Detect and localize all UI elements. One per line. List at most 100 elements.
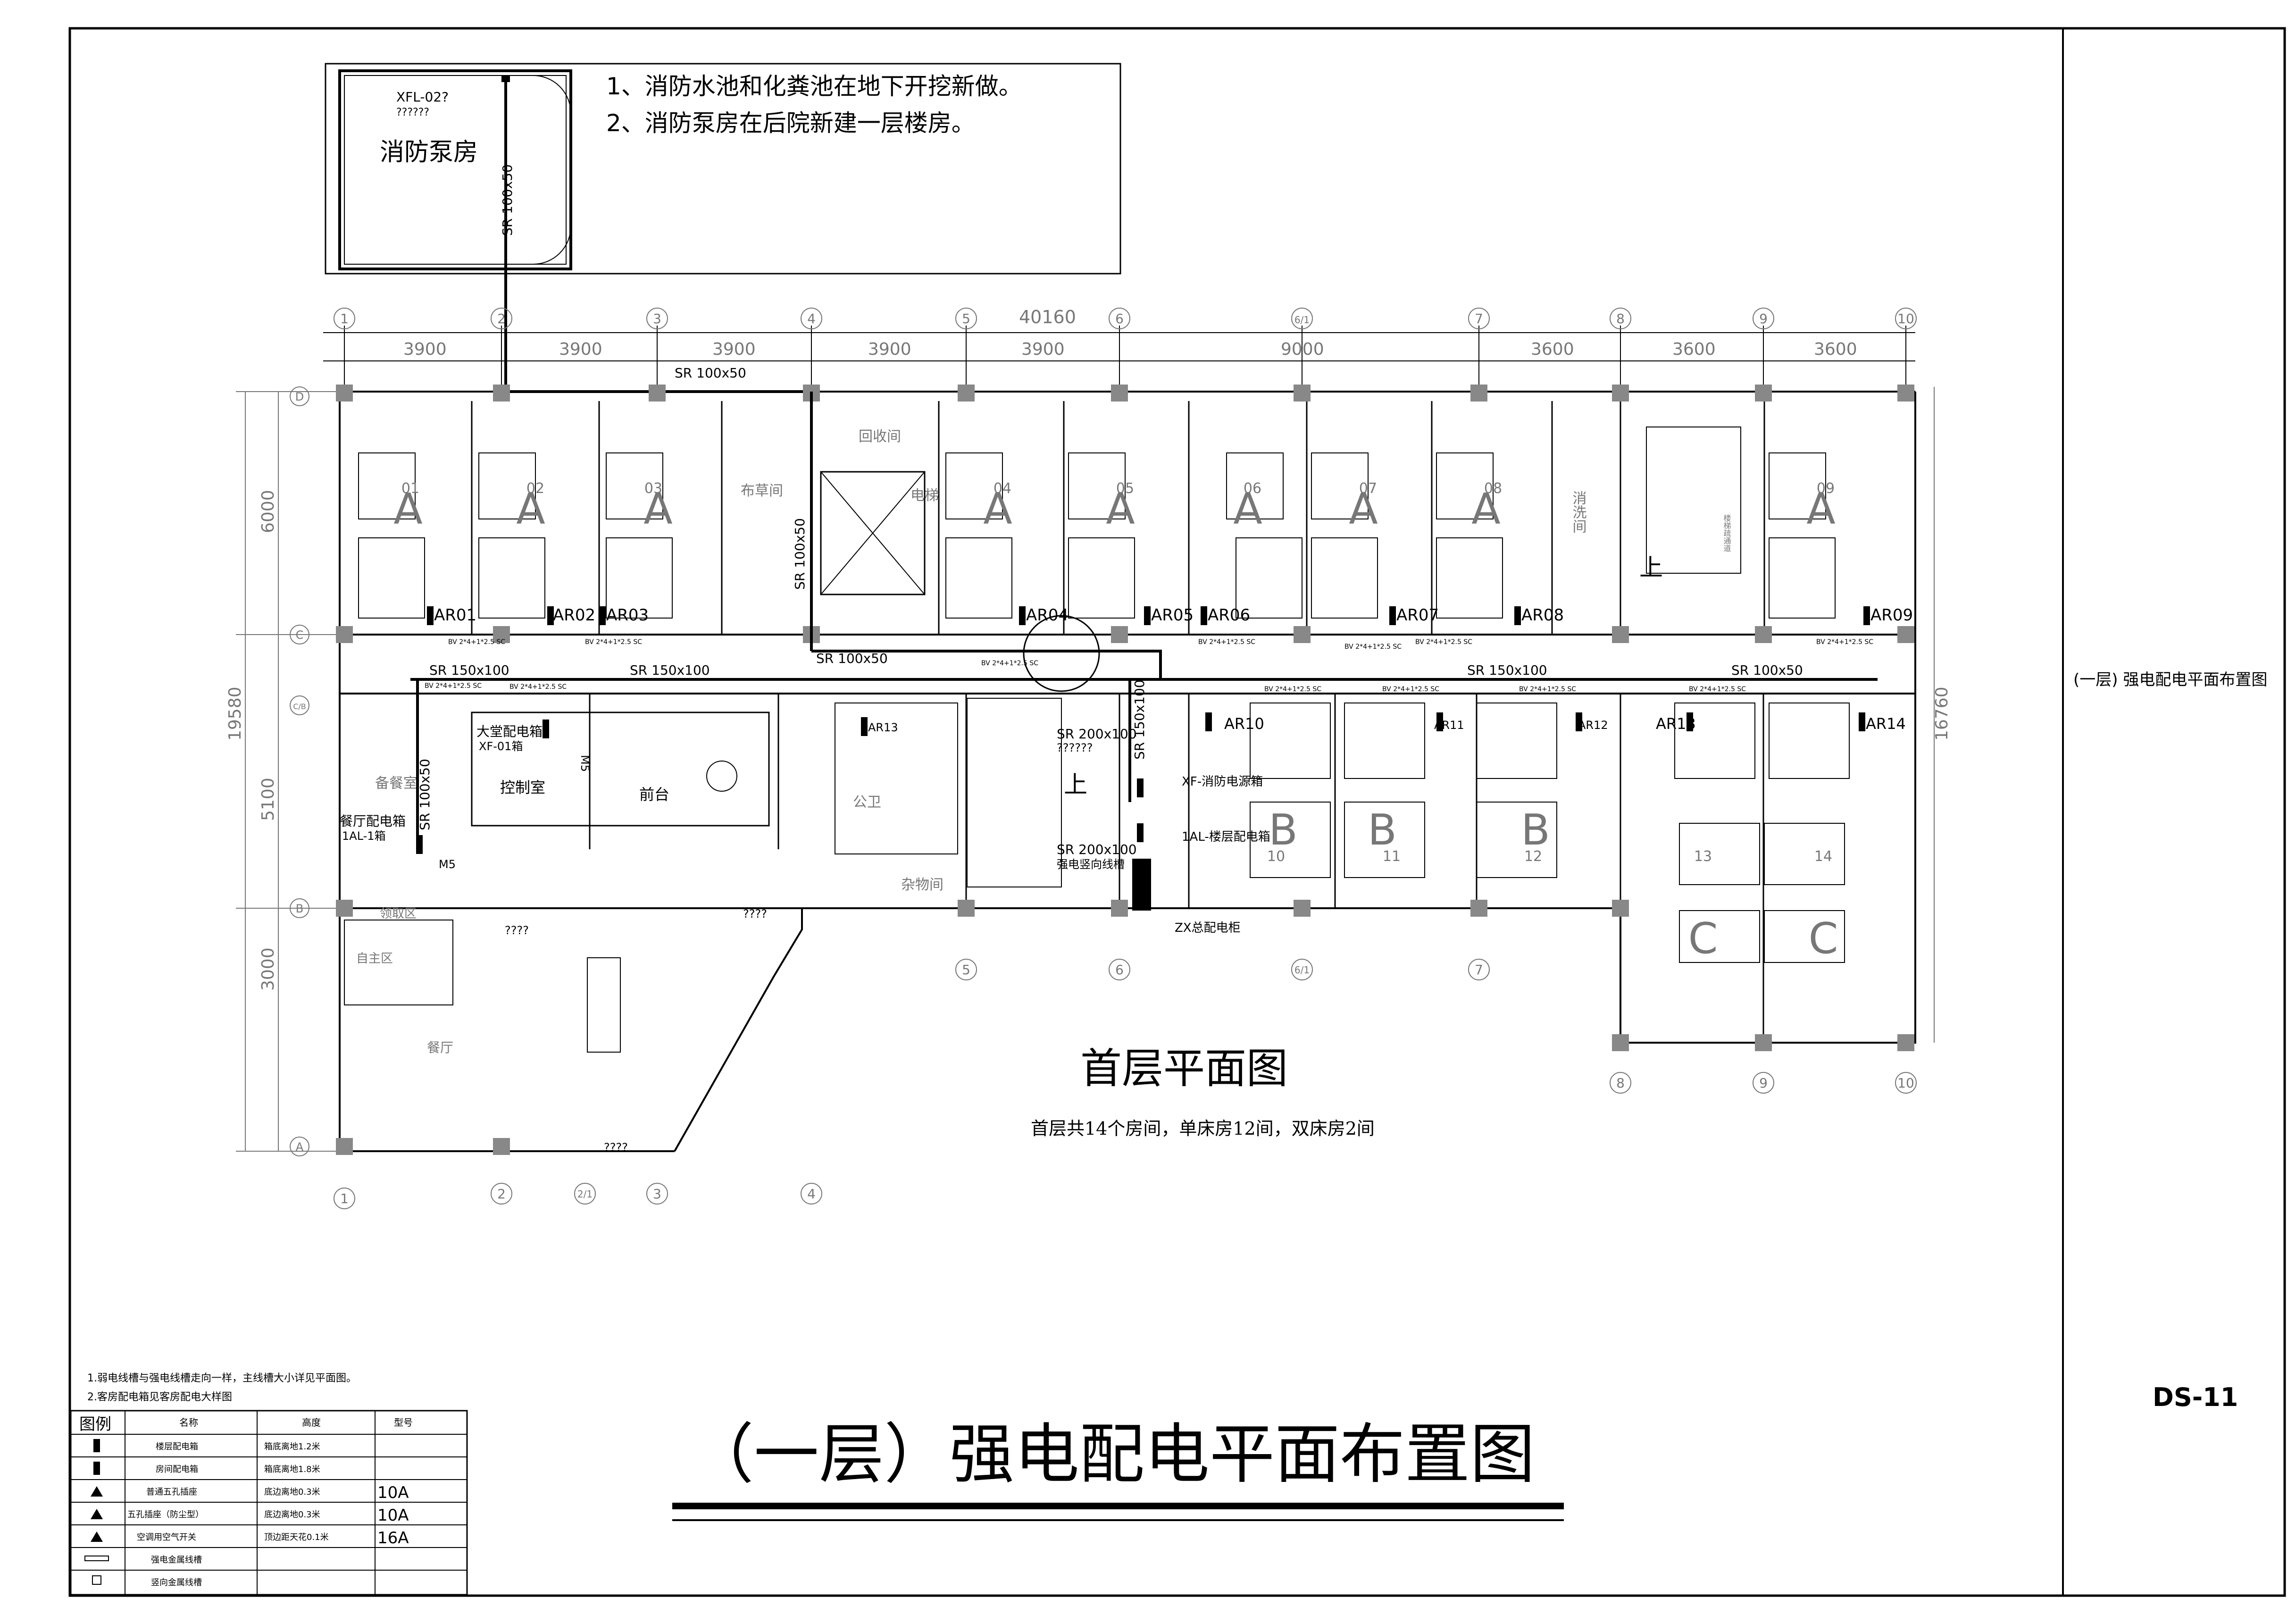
svg-text:5: 5 — [962, 962, 970, 978]
svg-text:底边离地0.3米: 底边离地0.3米 — [264, 1487, 320, 1497]
pump-room: XFL-02? ?????? 消防泵房 SR 100x50 — [338, 69, 572, 270]
svg-text:3900: 3900 — [868, 340, 911, 359]
svg-text:12: 12 — [1524, 848, 1542, 865]
svg-text:06: 06 — [1244, 480, 1261, 497]
svg-text:09: 09 — [1817, 480, 1835, 497]
fabric-room: 布草间 — [741, 483, 783, 499]
svg-text:6/1: 6/1 — [1294, 314, 1310, 326]
svg-text:BV 2*4+1*2.5 SC: BV 2*4+1*2.5 SC — [509, 683, 567, 691]
svg-text:AR04: AR04 — [1026, 606, 1069, 625]
restaurant-area: 领取区 自主区 餐厅 — [344, 907, 621, 1055]
svg-text:????: ???? — [604, 1141, 628, 1154]
room-panels-south: AR10 AR11 AR12 AR13 AR14 AR13 — [861, 712, 1906, 736]
svg-text:??????: ?????? — [1057, 741, 1093, 754]
svg-text:AR03: AR03 — [606, 606, 649, 625]
wire-tags: BV 2*4+1*2.5 SC BV 2*4+1*2.5 SC BV 2*4+1… — [425, 638, 1873, 693]
svg-text:BV 2*4+1*2.5 SC: BV 2*4+1*2.5 SC — [448, 638, 505, 646]
bottom-note-1: 1.弱电线槽与强电线槽走向一样，主线槽大小详见平面图。 — [87, 1372, 357, 1384]
svg-text:SR 100x50: SR 100x50 — [792, 518, 808, 590]
svg-text:04: 04 — [994, 480, 1011, 497]
svg-text:3: 3 — [653, 1186, 661, 1202]
north-guest-rooms: 01 02 03 04 05 06 07 08 09 A A A A A A A… — [358, 452, 1836, 619]
svg-text:C/B: C/B — [293, 702, 306, 711]
svg-text:07: 07 — [1359, 480, 1377, 497]
svg-text:电梯: 电梯 — [910, 487, 939, 504]
svg-text:3600: 3600 — [1814, 340, 1857, 359]
pump-room-label: 消防泵房 — [380, 138, 478, 167]
svg-text:????: ???? — [743, 907, 767, 920]
svg-text:强电金属线槽: 强电金属线槽 — [151, 1555, 202, 1565]
legend-icons — [84, 1439, 109, 1585]
svg-text:AR11: AR11 — [1434, 719, 1464, 732]
dim-top-total: 40160 — [1019, 307, 1076, 327]
svg-text:13: 13 — [1694, 848, 1712, 865]
svg-text:C: C — [1688, 914, 1718, 963]
svg-text:A: A — [516, 485, 545, 534]
svg-text:SR 100x50: SR 100x50 — [816, 651, 888, 666]
svg-text:A: A — [983, 485, 1012, 534]
svg-text:SR 150x100: SR 150x100 — [1467, 662, 1547, 678]
svg-text:A: A — [643, 485, 673, 534]
svg-text:BV 2*4+1*2.5 SC: BV 2*4+1*2.5 SC — [1264, 686, 1321, 693]
top-dimensions — [323, 326, 1915, 387]
svg-text:AR07: AR07 — [1396, 606, 1439, 625]
svg-text:AR01: AR01 — [434, 606, 476, 625]
svg-text:10A: 10A — [377, 1483, 409, 1502]
building-walls — [339, 391, 1916, 1152]
room-panels-north: AR01 AR02 AR03 AR04 AR05 AR06 AR07 AR08 … — [427, 606, 1913, 625]
svg-text:底边离地0.3米: 底边离地0.3米 — [264, 1510, 320, 1520]
svg-text:3900: 3900 — [403, 340, 447, 359]
svg-text:A: A — [1806, 485, 1836, 534]
svg-text:C: C — [1809, 914, 1838, 963]
svg-text:02: 02 — [526, 480, 544, 497]
svg-text:SR 200x100: SR 200x100 — [1057, 842, 1137, 857]
svg-text:3600: 3600 — [1672, 340, 1716, 359]
svg-text:9000: 9000 — [1281, 340, 1324, 359]
svg-text:AR12: AR12 — [1578, 719, 1608, 732]
svg-text:箱底离地1.2米: 箱底离地1.2米 — [264, 1442, 320, 1452]
svg-text:8: 8 — [1616, 311, 1625, 326]
svg-text:空调用空气开关: 空调用空气开关 — [137, 1532, 196, 1542]
plan-title: 首层平面图 — [1080, 1044, 1288, 1093]
svg-text:B: B — [1521, 805, 1550, 855]
svg-text:BV 2*4+1*2.5 SC: BV 2*4+1*2.5 SC — [585, 638, 642, 646]
svg-text:餐厅: 餐厅 — [427, 1040, 453, 1055]
svg-text:A: A — [1349, 485, 1378, 534]
svg-text:领取区: 领取区 — [380, 907, 417, 921]
svg-text:3600: 3600 — [1531, 340, 1574, 359]
left-dimensions — [236, 391, 340, 1152]
svg-text:控制室: 控制室 — [500, 778, 545, 796]
bottom-note-2: 2.客房配电箱见客房配电大样图 — [87, 1391, 232, 1403]
svg-text:AR13: AR13 — [1656, 715, 1696, 733]
svg-text:6/1: 6/1 — [1294, 964, 1310, 976]
note-line-2: 2、消防泵房在后院新建一层楼房。 — [606, 109, 975, 137]
svg-text:4: 4 — [807, 1186, 816, 1202]
toilet-room: 公卫 杂物间 — [835, 703, 958, 893]
svg-text:五孔插座（防尘型）: 五孔插座（防尘型） — [127, 1510, 204, 1520]
wash-room: 消洗间 — [1570, 491, 1586, 533]
svg-text:1AL-楼层配电箱: 1AL-楼层配电箱 — [1182, 830, 1270, 844]
tray-labels: SR 100x50 SR 150x100 SR 150x100 SR 100x5… — [417, 365, 1803, 871]
svg-text:2/1: 2/1 — [577, 1188, 593, 1200]
note-line-1: 1、消防水池和化粪池在地下开挖新做。 — [606, 73, 1022, 100]
svg-text:6: 6 — [1115, 962, 1124, 978]
svg-text:2: 2 — [497, 311, 506, 326]
recycle-room: 回收间 — [859, 428, 901, 445]
title-underline-thick — [672, 1503, 1564, 1509]
svg-text:03: 03 — [644, 480, 662, 497]
plan-subtitle: 首层共14个房间，单床房12间，双床房2间 — [1031, 1118, 1375, 1139]
svg-text:普通五孔插座: 普通五孔插座 — [146, 1487, 197, 1497]
svg-text:4: 4 — [807, 311, 816, 326]
svg-text:5: 5 — [962, 311, 970, 326]
distribution-boxes: 大堂配电箱 XF-01箱 餐厅配电箱 1AL-1箱 XF-消防电源箱 1AL-楼… — [340, 719, 1270, 1154]
svg-text:XF-01箱: XF-01箱 — [479, 740, 523, 753]
svg-text:D: D — [295, 390, 304, 403]
south-guest-rooms: B B B C C 10 11 12 13 14 — [1250, 703, 1850, 963]
svg-text:上: 上 — [1064, 771, 1087, 798]
svg-text:3: 3 — [653, 311, 661, 326]
svg-text:C: C — [296, 628, 304, 642]
svg-text:3900: 3900 — [559, 340, 602, 359]
svg-text:M5: M5 — [439, 858, 456, 871]
drawing-title: （一层）强电配电平面布置图 — [689, 1416, 1535, 1492]
